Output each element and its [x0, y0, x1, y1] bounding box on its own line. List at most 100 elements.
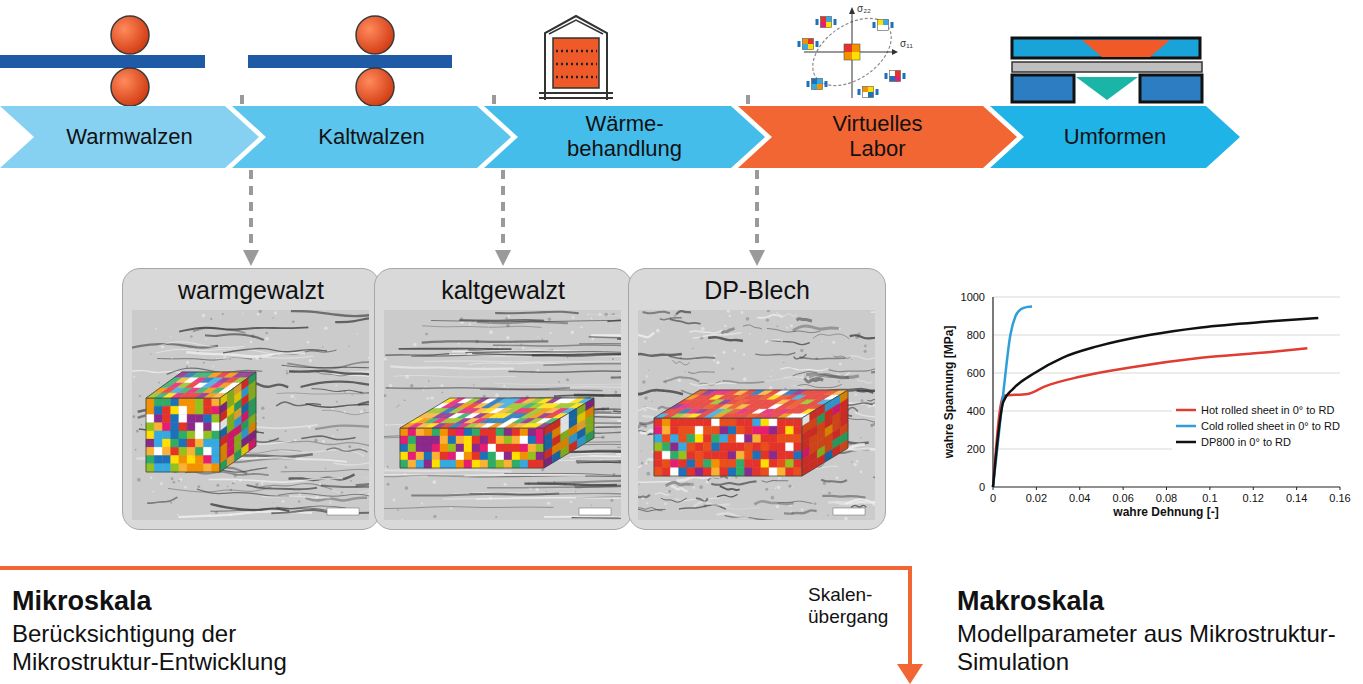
speck: [385, 467, 387, 469]
speck: [666, 491, 667, 492]
grain-cell: [480, 460, 488, 468]
axis-tick: [1340, 487, 1341, 490]
streak: [269, 440, 369, 445]
lower-die: [1012, 75, 1074, 102]
streak: [326, 448, 367, 452]
face-outline: [220, 372, 256, 472]
grain-cell: [504, 428, 512, 436]
y-axis: [992, 297, 993, 487]
grain-cell: [146, 406, 154, 414]
grain-cell: [679, 418, 687, 426]
grain-cell: [817, 84, 823, 90]
streak: [855, 412, 875, 417]
grain-cell: [440, 428, 448, 436]
speck: [641, 462, 644, 465]
legend-text: DP800 in 0° to RD: [1201, 434, 1291, 450]
grain-cell: [480, 428, 488, 436]
speck: [844, 517, 848, 520]
streak: [306, 498, 368, 501]
grain-cell: [679, 443, 687, 451]
grain-cell: [654, 435, 662, 443]
speck: [776, 505, 779, 508]
streak: [223, 348, 327, 352]
grain-cell: [179, 423, 187, 431]
speck: [504, 483, 507, 486]
speck: [261, 482, 264, 485]
speck: [322, 346, 323, 347]
grain-cell: [679, 435, 687, 443]
x-tick-label: 0.1: [1202, 492, 1217, 505]
grain-cell: [883, 25, 889, 31]
grain-cell: [695, 418, 703, 426]
grain-cell: [536, 460, 544, 468]
speck: [749, 333, 751, 335]
streak: [431, 320, 621, 321]
streak: [216, 356, 314, 359]
x-tick-label: 0.14: [1286, 492, 1307, 505]
speck: [441, 384, 444, 387]
speck: [324, 326, 328, 330]
process-output-arrow: [249, 170, 253, 250]
speck: [741, 311, 744, 314]
scale-transition-line: [0, 568, 923, 684]
speck: [430, 396, 433, 399]
scale-description: Berücksichtigung der Mikrostruktur-Entwi…: [12, 620, 347, 675]
grain-cell: [744, 443, 752, 451]
streak: [205, 334, 264, 340]
grain-cell: [679, 451, 687, 459]
streak: [504, 473, 621, 475]
chevron-fill: [484, 106, 765, 168]
grain-cell: [736, 443, 744, 451]
grain-cell: [480, 452, 488, 460]
grain-cell: [424, 452, 432, 460]
grain-cell: [712, 468, 720, 476]
grain-cell: [416, 436, 424, 444]
scale-description-box: Berücksichtigung der Mikrostruktur-Entwi…: [12, 620, 347, 675]
process-output-arrow: [501, 170, 505, 250]
micrograph-ground: [638, 310, 875, 520]
streak: [281, 468, 369, 472]
speck: [538, 336, 539, 337]
grain-cell: [195, 398, 203, 406]
grain-cell: [753, 435, 761, 443]
speck: [724, 325, 726, 327]
grain-cell: [162, 456, 170, 464]
grain-cell: [171, 464, 179, 472]
streak: [696, 498, 708, 501]
streak: [495, 312, 579, 314]
streak: [132, 371, 185, 374]
grain-cell: [761, 451, 769, 459]
speck: [160, 482, 163, 485]
grain-cell: [496, 444, 504, 452]
hot-rolling-icon: [0, 16, 205, 106]
speck: [778, 477, 781, 480]
streak: [655, 493, 669, 496]
grain-cell: [808, 39, 814, 45]
streak: [301, 436, 355, 439]
grain-cell: [712, 451, 720, 459]
grain-cell: [179, 431, 187, 439]
grain-cell: [212, 423, 220, 431]
speck: [743, 377, 747, 381]
speck: [360, 410, 363, 413]
speck: [549, 332, 551, 334]
speck: [389, 384, 393, 388]
streak: [617, 445, 621, 447]
speck: [611, 397, 612, 398]
legend-line: [1176, 409, 1196, 412]
speck: [731, 367, 734, 370]
speck: [413, 343, 417, 347]
grain-cell: [794, 459, 802, 467]
speck: [714, 355, 716, 357]
grain-cell: [171, 447, 179, 455]
grain-cell: [654, 418, 662, 426]
grain-cell: [472, 436, 480, 444]
roll: [356, 68, 394, 106]
grain-cell: [712, 459, 720, 467]
grain-cell: [670, 426, 678, 434]
speck: [298, 500, 301, 503]
axis-tick: [1123, 487, 1124, 490]
speck: [425, 333, 428, 336]
speck: [786, 327, 788, 329]
speck: [441, 392, 443, 394]
